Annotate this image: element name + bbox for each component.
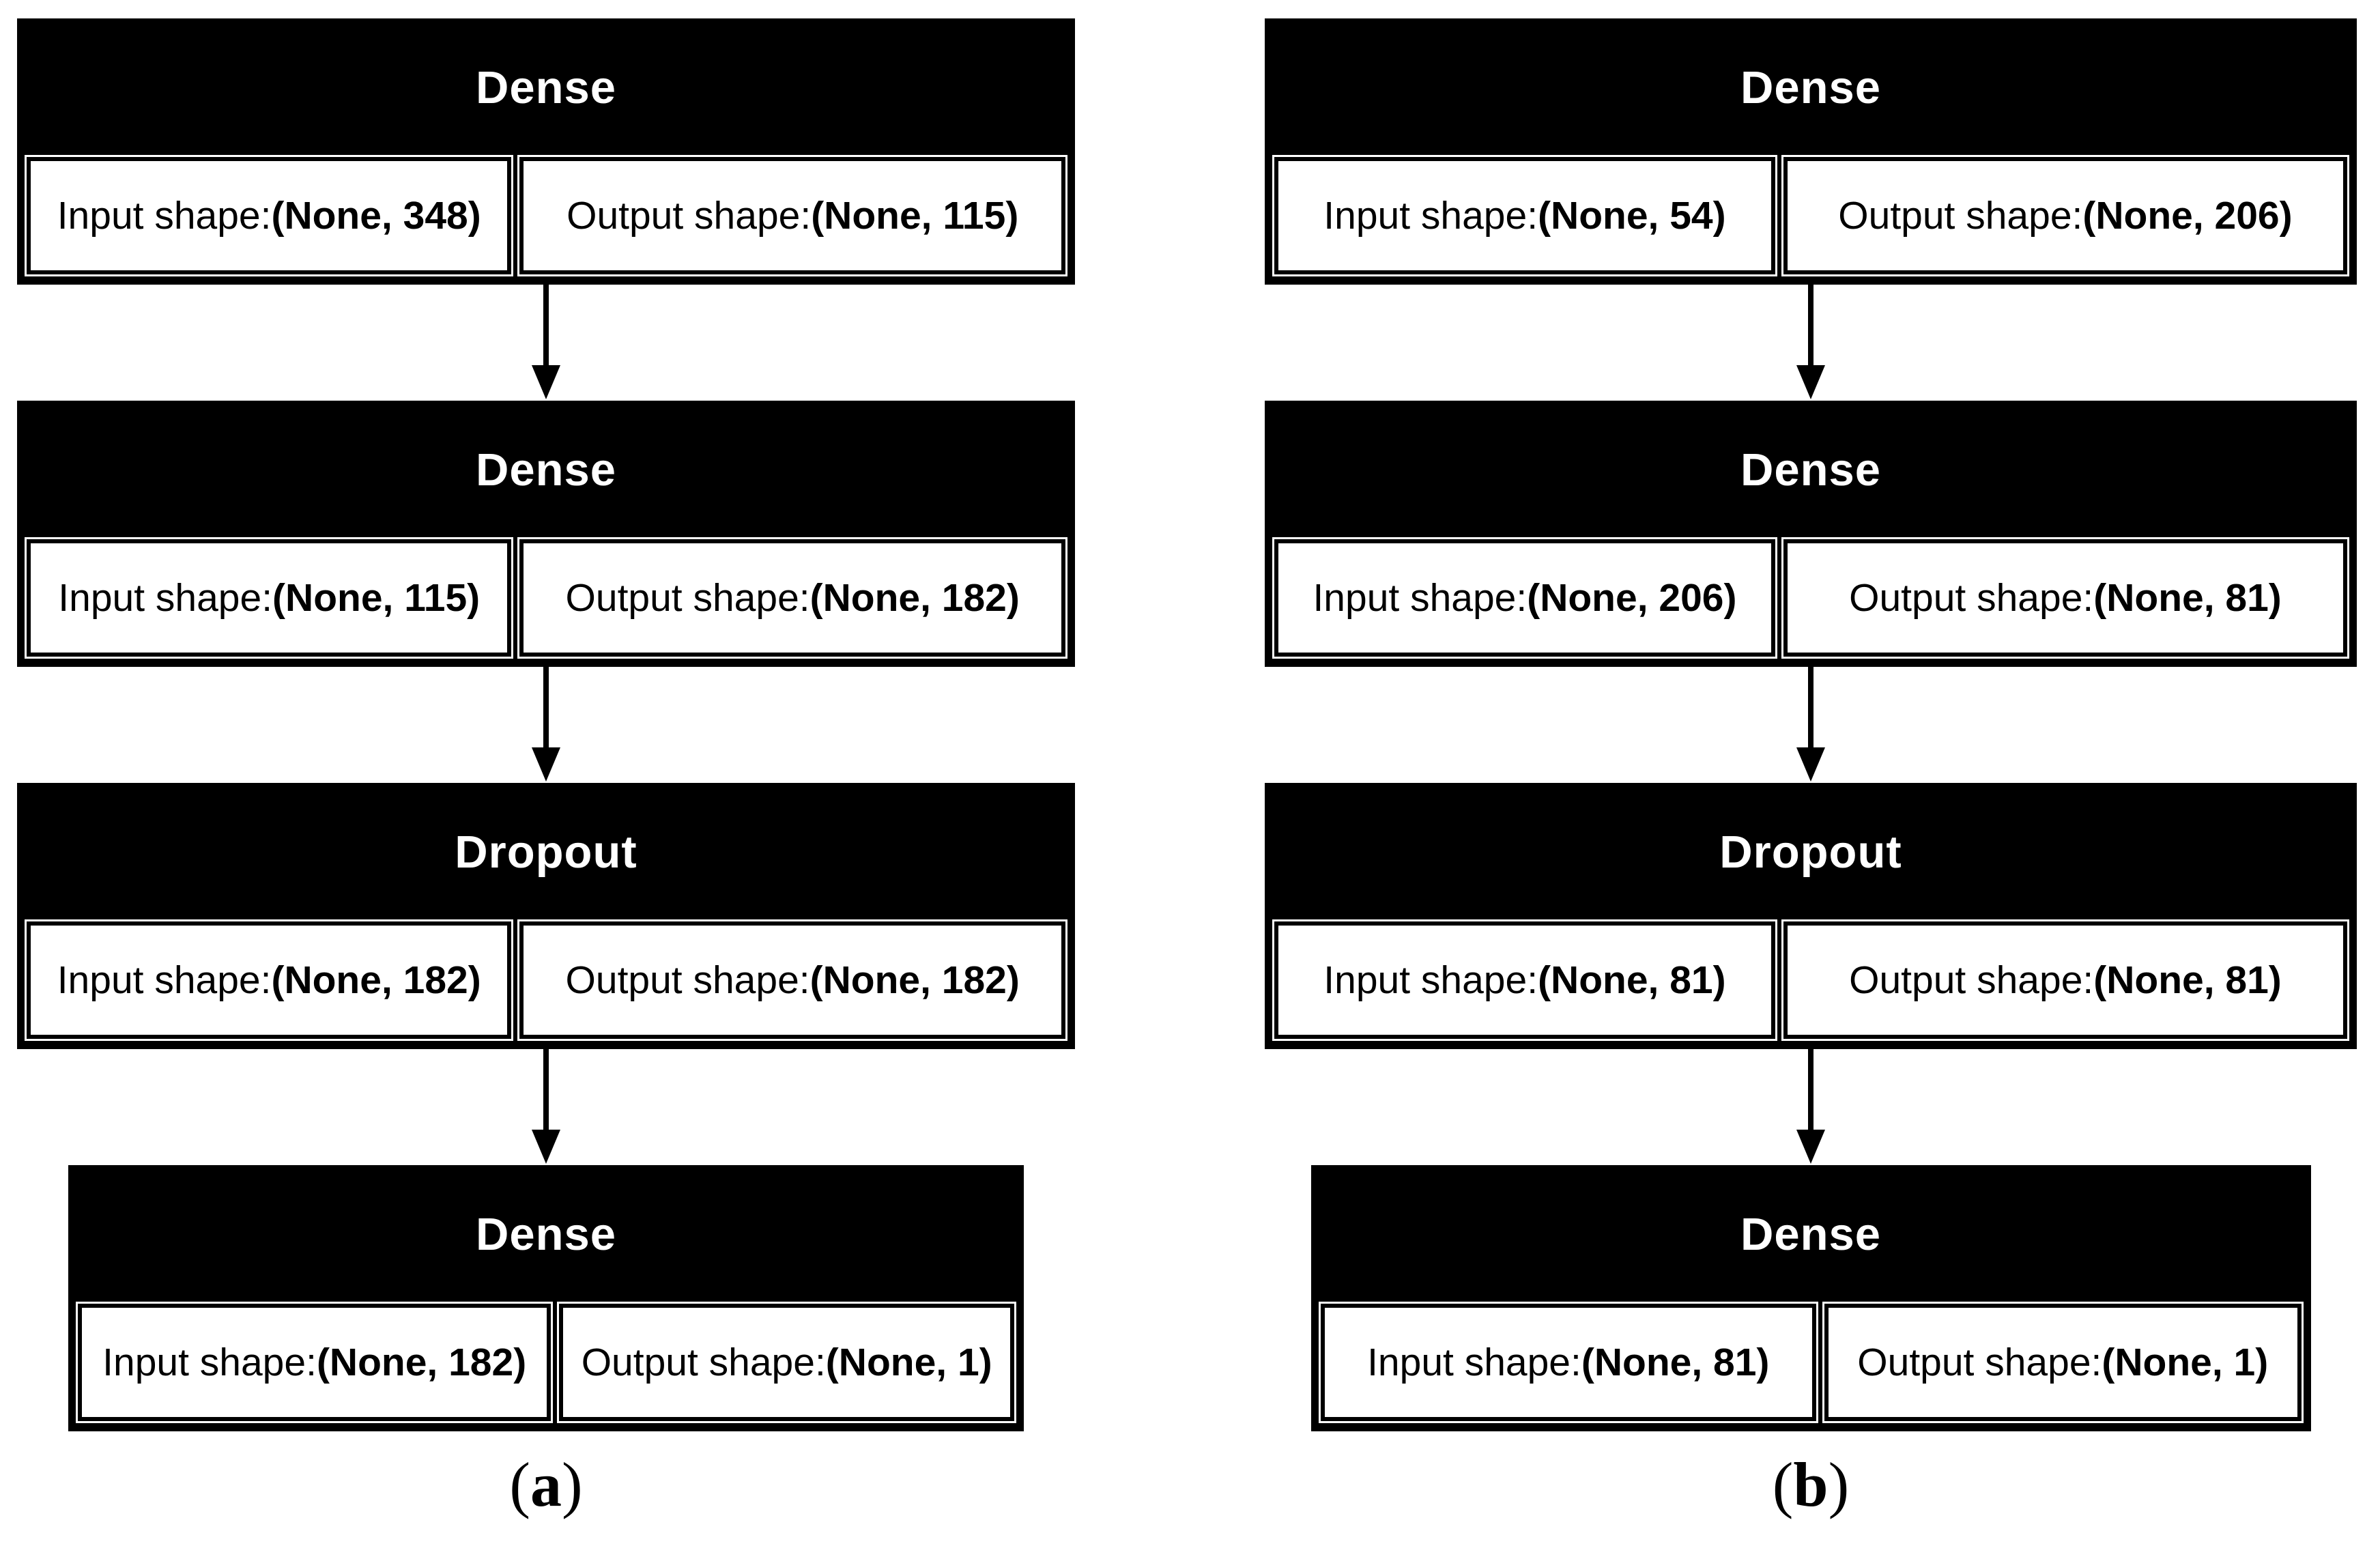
layer-name-header: Dense: [1740, 62, 1882, 113]
output-shape-label: Output shape:: [1849, 576, 2094, 620]
layer-block-dropout: Dropout Input shape: (None, 182) Output …: [17, 783, 1075, 1049]
output-shape-value: (None, 115): [811, 194, 1019, 238]
input-shape-label: Input shape:: [57, 958, 272, 1002]
input-shape-label: Input shape:: [1323, 958, 1538, 1002]
output-shape-cell: Output shape: (None, 206): [1783, 157, 2347, 274]
output-shape-cell: Output shape: (None, 115): [519, 157, 1065, 274]
input-shape-cell: Input shape: (None, 81): [1320, 1304, 1817, 1421]
caption-paren-open: (: [509, 1450, 530, 1519]
arrow-down-icon: [1790, 285, 1831, 401]
input-shape-value: (None, 81): [1538, 958, 1726, 1002]
layer-block-dense-output: Dense Input shape: (None, 81) Output sha…: [1310, 1165, 2311, 1431]
layer-name-header: Dense: [475, 1209, 617, 1260]
caption-paren-close: ): [562, 1450, 583, 1519]
output-shape-label: Output shape:: [1838, 194, 2083, 238]
diagram-column-a: Dense Input shape: (None, 348) Output sh…: [17, 18, 1075, 1516]
output-shape-label: Output shape:: [565, 576, 810, 620]
output-shape-value: (None, 81): [2093, 576, 2282, 620]
output-shape-cell: Output shape: (None, 1): [1824, 1304, 2302, 1421]
input-shape-cell: Input shape: (None, 348): [27, 157, 512, 274]
input-shape-label: Input shape:: [102, 1341, 317, 1384]
output-shape-label: Output shape:: [1857, 1341, 2102, 1384]
input-shape-label: Input shape:: [1367, 1341, 1581, 1384]
input-shape-cell: Input shape: (None, 206): [1274, 539, 1775, 657]
input-shape-cell: Input shape: (None, 115): [27, 539, 512, 657]
input-shape-label: Input shape:: [1323, 194, 1538, 238]
layer-block-dense-1: Dense Input shape: (None, 348) Output sh…: [17, 18, 1075, 285]
output-shape-label: Output shape:: [1849, 958, 2094, 1002]
output-shape-cell: Output shape: (None, 81): [1783, 921, 2347, 1039]
layer-block-dense-2: Dense Input shape: (None, 206) Output sh…: [1265, 401, 2357, 667]
shape-cells-row: Input shape: (None, 81) Output shape: (N…: [1320, 1304, 2302, 1421]
caption-letter: b: [1793, 1450, 1829, 1519]
arrow-down-icon: [1790, 1049, 1831, 1165]
shape-cells-row: Input shape: (None, 81) Output shape: (N…: [1274, 921, 2347, 1039]
input-shape-label: Input shape:: [57, 194, 272, 238]
input-shape-value: (None, 182): [316, 1341, 527, 1384]
layer-name-header: Dropout: [1719, 827, 1902, 878]
diagram-column-b: Dense Input shape: (None, 54) Output sha…: [1265, 18, 2357, 1516]
caption-paren-close: ): [1828, 1450, 1850, 1519]
shape-cells-row: Input shape: (None, 348) Output shape: (…: [27, 157, 1065, 274]
input-shape-value: (None, 54): [1538, 194, 1726, 238]
output-shape-cell: Output shape: (None, 1): [559, 1304, 1014, 1421]
output-shape-cell: Output shape: (None, 81): [1783, 539, 2347, 657]
arrow-down-icon: [1790, 667, 1831, 783]
output-shape-cell: Output shape: (None, 182): [519, 539, 1065, 657]
shape-cells-row: Input shape: (None, 182) Output shape: (…: [27, 921, 1065, 1039]
input-shape-value: (None, 206): [1527, 576, 1737, 620]
input-shape-value: (None, 182): [271, 958, 481, 1002]
input-shape-label: Input shape:: [58, 576, 273, 620]
input-shape-cell: Input shape: (None, 54): [1274, 157, 1775, 274]
caption-letter: a: [530, 1450, 562, 1519]
layer-name-header: Dense: [1740, 1209, 1882, 1260]
shape-cells-row: Input shape: (None, 115) Output shape: (…: [27, 539, 1065, 657]
input-shape-value: (None, 81): [1581, 1341, 1770, 1384]
layer-block-dropout: Dropout Input shape: (None, 81) Output s…: [1265, 783, 2357, 1049]
layer-name-header: Dense: [475, 444, 617, 496]
layer-name-header: Dense: [475, 62, 617, 113]
arrow-down-icon: [526, 1049, 567, 1165]
figure-caption-a: (a): [509, 1453, 582, 1516]
output-shape-label: Output shape:: [567, 194, 812, 238]
shape-cells-row: Input shape: (None, 54) Output shape: (N…: [1274, 157, 2347, 274]
output-shape-cell: Output shape: (None, 182): [519, 921, 1065, 1039]
output-shape-value: (None, 182): [809, 958, 1020, 1002]
output-shape-value: (None, 81): [2093, 958, 2282, 1002]
input-shape-cell: Input shape: (None, 182): [78, 1304, 551, 1421]
output-shape-label: Output shape:: [581, 1341, 826, 1384]
output-shape-value: (None, 206): [2082, 194, 2293, 238]
input-shape-cell: Input shape: (None, 182): [27, 921, 512, 1039]
layer-block-dense-output: Dense Input shape: (None, 182) Output sh…: [68, 1165, 1024, 1431]
figure-caption-b: (b): [1773, 1453, 1849, 1516]
output-shape-value: (None, 1): [825, 1341, 992, 1384]
output-shape-value: (None, 1): [2102, 1341, 2269, 1384]
output-shape-label: Output shape:: [565, 958, 810, 1002]
shape-cells-row: Input shape: (None, 182) Output shape: (…: [78, 1304, 1014, 1421]
layer-block-dense-1: Dense Input shape: (None, 54) Output sha…: [1265, 18, 2357, 285]
output-shape-value: (None, 182): [809, 576, 1020, 620]
layer-block-dense-2: Dense Input shape: (None, 115) Output sh…: [17, 401, 1075, 667]
layer-name-header: Dense: [1740, 444, 1882, 496]
input-shape-value: (None, 115): [272, 576, 481, 620]
arrow-down-icon: [526, 285, 567, 401]
input-shape-value: (None, 348): [271, 194, 481, 238]
input-shape-cell: Input shape: (None, 81): [1274, 921, 1775, 1039]
input-shape-label: Input shape:: [1313, 576, 1528, 620]
layer-name-header: Dropout: [455, 827, 637, 878]
arrow-down-icon: [526, 667, 567, 783]
caption-paren-open: (: [1772, 1450, 1794, 1519]
shape-cells-row: Input shape: (None, 206) Output shape: (…: [1274, 539, 2347, 657]
